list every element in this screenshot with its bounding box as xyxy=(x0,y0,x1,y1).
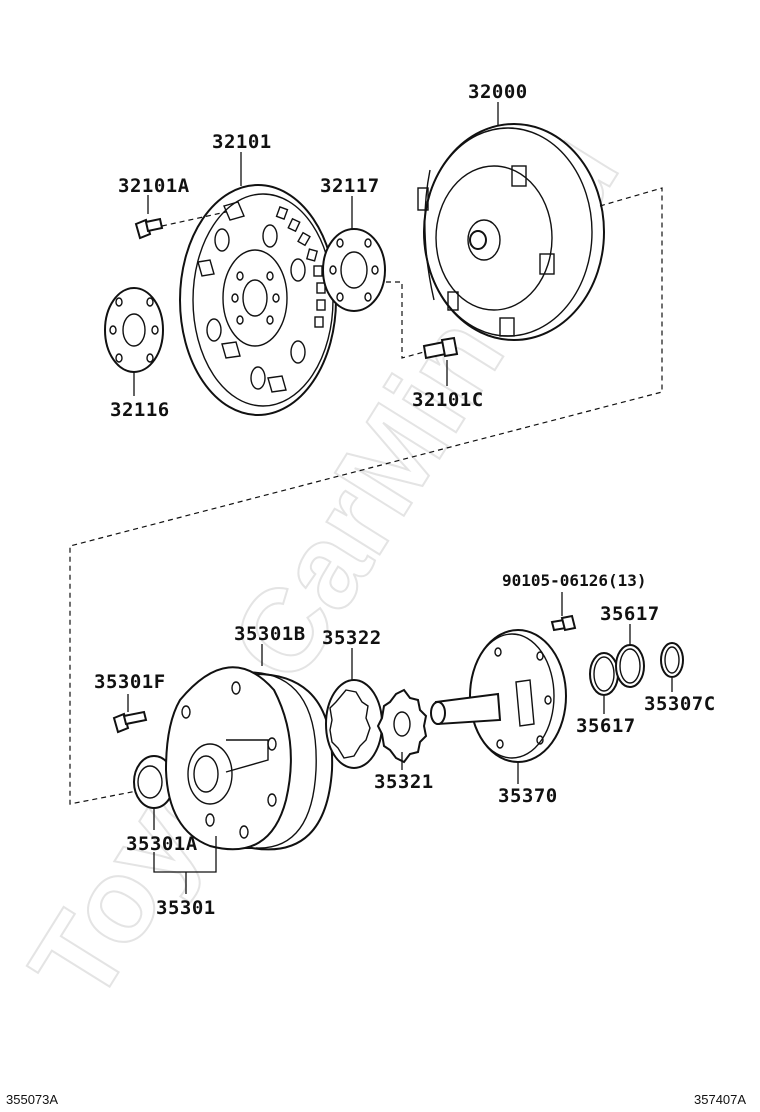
label-35617-bottom: 35617 xyxy=(576,715,636,737)
part-35617-ring-bottom[interactable] xyxy=(589,652,619,696)
label-32101C: 32101C xyxy=(412,389,484,411)
part-35370-stator-shaft[interactable] xyxy=(430,629,567,763)
part-32000-torque-converter[interactable] xyxy=(417,123,605,341)
label-35301B: 35301B xyxy=(234,623,306,645)
footer-left-code: 355073A xyxy=(6,1092,58,1107)
label-35301A: 35301A xyxy=(126,833,198,855)
label-32101A: 32101A xyxy=(118,175,190,197)
part-35321-drive-gear[interactable] xyxy=(376,688,428,764)
label-32116: 32116 xyxy=(110,399,170,421)
part-32101A-bolt[interactable] xyxy=(134,217,164,240)
part-32117-spacer[interactable] xyxy=(322,228,386,312)
label-35617-top: 35617 xyxy=(600,603,660,625)
label-32117: 32117 xyxy=(320,175,380,197)
part-35307C-ring[interactable] xyxy=(660,642,684,678)
label-35301F: 35301F xyxy=(94,671,166,693)
footer-right-code: 357407A xyxy=(694,1092,746,1107)
label-35307C: 35307C xyxy=(644,693,716,715)
label-35370: 35370 xyxy=(498,785,558,807)
part-35322-driven-gear[interactable] xyxy=(325,679,383,769)
part-90105-bolt[interactable] xyxy=(550,614,577,632)
part-32101-drive-plate[interactable] xyxy=(179,184,337,416)
part-35301F-bolt[interactable] xyxy=(112,710,148,734)
label-90105: 90105-06126(13) xyxy=(502,571,647,590)
part-32116-spacer[interactable] xyxy=(104,287,164,373)
label-35322: 35322 xyxy=(322,627,382,649)
label-32101: 32101 xyxy=(212,131,272,153)
part-35617-ring-top[interactable] xyxy=(615,644,645,688)
label-35321: 35321 xyxy=(374,771,434,793)
part-32101C-bolt[interactable] xyxy=(422,336,459,360)
label-35301: 35301 xyxy=(156,897,216,919)
part-35301B-pump-body[interactable] xyxy=(164,666,334,851)
label-32000: 32000 xyxy=(468,81,528,103)
